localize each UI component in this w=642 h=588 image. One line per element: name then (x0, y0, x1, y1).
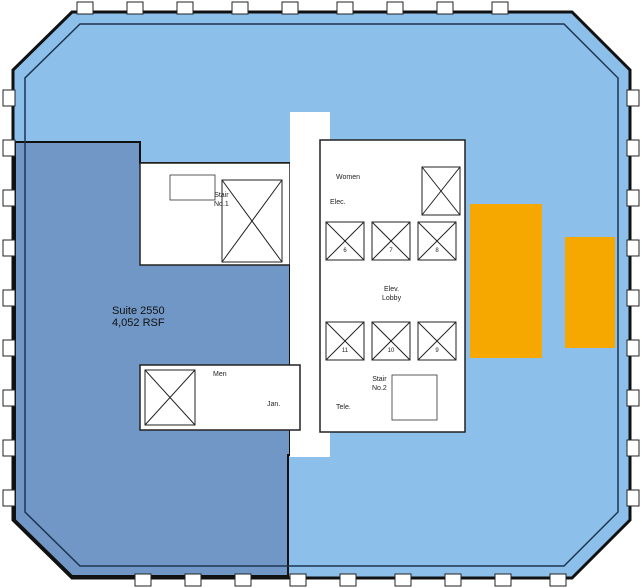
mullion (234, 573, 252, 587)
elevator-number: 8 (435, 248, 439, 254)
mullion (231, 1, 249, 15)
elevator-9: 9 (417, 321, 457, 361)
elev-text: Elev. (384, 286, 400, 293)
mullion (134, 573, 152, 587)
mullion (2, 439, 16, 457)
mullion (626, 239, 640, 257)
stair-2-text: Stair (372, 376, 387, 383)
mullion (626, 189, 640, 207)
mullion (76, 1, 94, 15)
elevator-number: 10 (388, 348, 395, 354)
mullion (2, 239, 16, 257)
suite-area: 4,052 RSF (112, 317, 165, 329)
mullion (126, 1, 144, 15)
elevator-cars: 6 7 8 11 10 9 (325, 221, 457, 361)
mullion (2, 89, 16, 107)
mullion (626, 489, 640, 507)
mullion (281, 1, 299, 15)
mullion (339, 573, 357, 587)
mullion (626, 289, 640, 307)
elev-lobby-label: Elev. Lobby (382, 285, 401, 303)
mullion (626, 439, 640, 457)
elevator-number: 6 (343, 248, 347, 254)
mullion (394, 573, 412, 587)
jan-label: Jan. (267, 401, 281, 408)
mullion (2, 139, 16, 157)
stairs (169, 174, 438, 421)
mullion (184, 573, 202, 587)
mullion (2, 289, 16, 307)
women-label: Women (336, 174, 360, 181)
mullion (491, 1, 509, 15)
elevator-number: 11 (342, 348, 349, 354)
elevator-10: 10 (371, 321, 411, 361)
mullion (436, 1, 454, 15)
mullion (626, 389, 640, 407)
elevator-number: 9 (435, 348, 439, 354)
stair-1-number: No.1 (214, 201, 229, 208)
elevator-7: 7 (371, 221, 411, 261)
lobby-text: Lobby (382, 295, 402, 302)
mullion (2, 339, 16, 357)
mullion (626, 339, 640, 357)
mullion (626, 139, 640, 157)
stair-2-number: No.2 (372, 385, 387, 392)
mullion (2, 389, 16, 407)
elevator-shafts (144, 166, 461, 426)
mullion (2, 189, 16, 207)
mullion (386, 1, 404, 15)
mullion (444, 573, 462, 587)
core (139, 112, 466, 457)
mullion (494, 573, 512, 587)
suite-name: Suite 2550 (112, 305, 165, 317)
highlight-space-2[interactable] (565, 237, 615, 348)
mullion (289, 573, 307, 587)
inner-wall-ring (24, 23, 619, 567)
mullion (626, 89, 640, 107)
men-label: Men (213, 371, 227, 378)
elevator-number: 7 (389, 248, 393, 254)
mullion (336, 1, 354, 15)
suite-label: Suite 2550 4,052 RSF (112, 305, 165, 329)
elevator-6: 6 (325, 221, 365, 261)
mullion (549, 573, 567, 587)
highlight-space-1[interactable] (470, 204, 542, 358)
mullion (176, 1, 194, 15)
elevator-11: 11 (325, 321, 365, 361)
tele-label: Tele. (336, 404, 351, 411)
elevator-8: 8 (417, 221, 457, 261)
stair-1-text: Stair (214, 192, 229, 199)
elec-label: Elec. (330, 199, 346, 206)
mullion (2, 489, 16, 507)
